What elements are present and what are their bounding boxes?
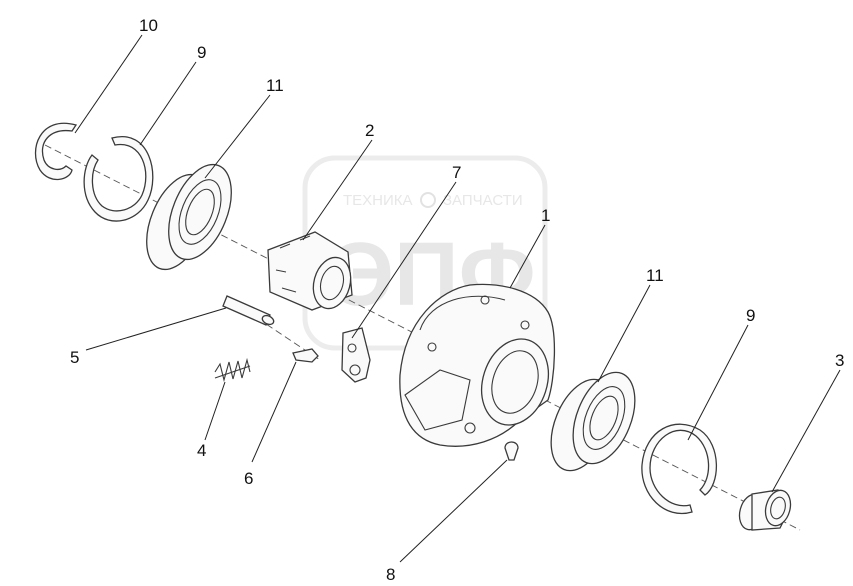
callout-9-right: 9 — [746, 306, 755, 325]
leader-11-right — [597, 284, 651, 383]
callout-11-left: 11 — [266, 76, 284, 95]
detent-6 — [292, 348, 319, 363]
bushing-3 — [738, 489, 792, 531]
bearing-11-right — [550, 371, 636, 472]
leader-8 — [399, 459, 508, 563]
leader-9-left — [139, 61, 197, 146]
callout-11-right: 11 — [646, 266, 664, 285]
gear-icon — [420, 192, 436, 208]
callout-6: 6 — [244, 469, 253, 488]
callout-2: 2 — [365, 121, 374, 140]
retaining-ring-9-left — [83, 135, 154, 222]
callout-7: 7 — [452, 163, 461, 182]
retaining-ring-9-right — [641, 423, 718, 515]
callout-labels: 10 9 11 2 7 1 11 9 3 5 4 6 8 — [70, 16, 844, 584]
watermark-left-text: ТЕХНИКА — [343, 192, 413, 209]
pin-5 — [222, 295, 275, 326]
leader-6 — [251, 361, 297, 463]
leader-4 — [204, 381, 226, 441]
leader-3 — [771, 369, 841, 493]
leader-11-left — [204, 94, 271, 179]
bearing-11-left — [146, 163, 232, 271]
splined-sleeve-2 — [267, 231, 353, 311]
leader-7 — [351, 181, 457, 339]
leader-1 — [509, 224, 546, 289]
callout-1: 1 — [541, 206, 550, 225]
callout-3: 3 — [835, 351, 844, 370]
snap-ring-10 — [35, 122, 78, 181]
spring-4 — [214, 357, 251, 383]
leader-9-right — [687, 324, 749, 441]
callout-9-left: 9 — [197, 43, 206, 62]
leader-lines — [74, 34, 841, 563]
callout-4: 4 — [197, 441, 206, 460]
callout-5: 5 — [70, 348, 79, 367]
leader-2 — [302, 139, 373, 241]
housing-1 — [399, 283, 556, 447]
leader-5 — [85, 307, 227, 351]
watermark-right-text: ЗАПЧАСТИ — [443, 192, 523, 209]
lever-bracket-7 — [341, 327, 371, 383]
leader-10 — [74, 34, 143, 134]
callout-8: 8 — [386, 565, 395, 584]
split-pin-8 — [504, 441, 519, 461]
callout-10: 10 — [139, 16, 158, 35]
